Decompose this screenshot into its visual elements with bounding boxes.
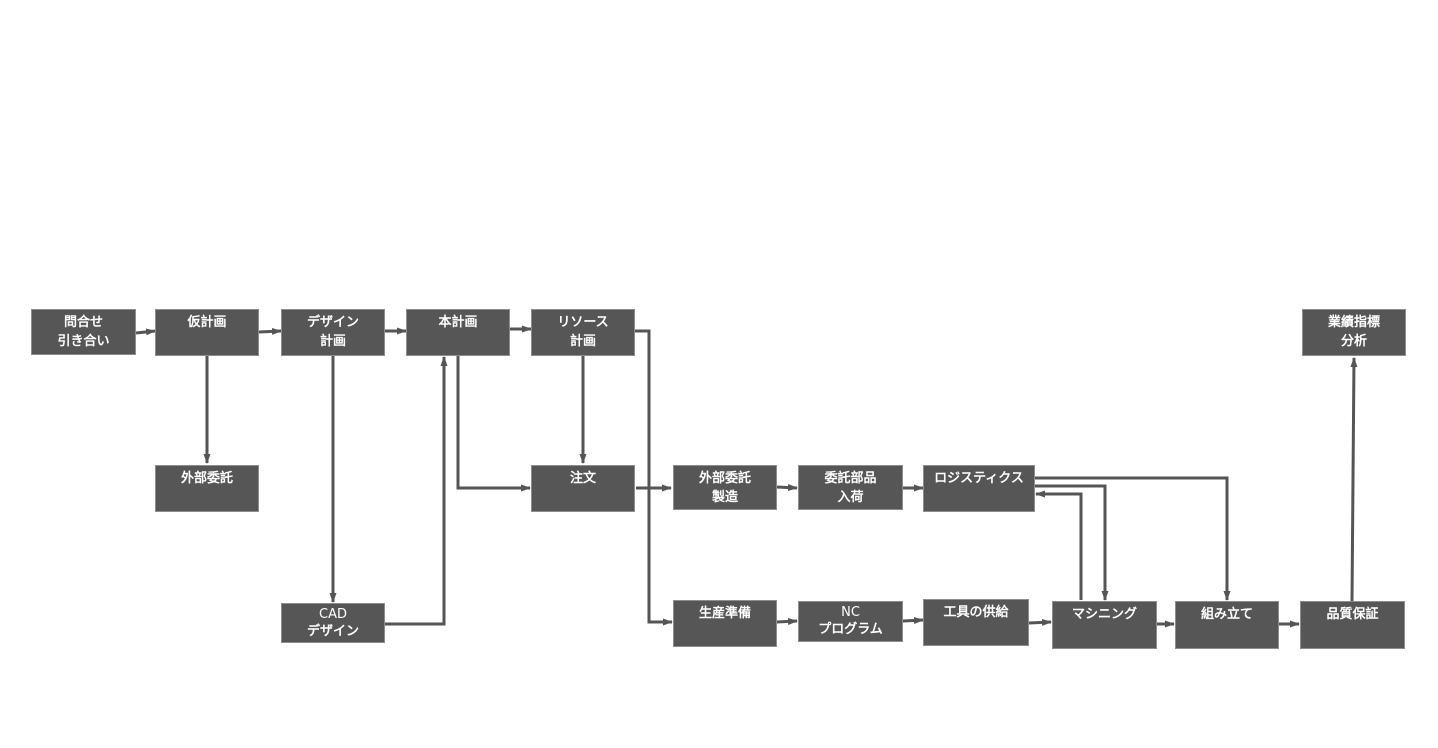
node-kpi: 業績指標 分析 — [1302, 309, 1406, 356]
node-design-plan-line-1: デザイン — [306, 315, 359, 330]
node-inquiry-line-2: 引き合い — [57, 334, 110, 349]
node-outsourcing: 外部委託 — [155, 465, 259, 512]
node-resource-plan-line-2: 計画 — [569, 334, 596, 349]
node-inquiry: 問合せ 引き合い — [31, 309, 136, 355]
edge-prod-prep-to-nc-program — [776, 617, 798, 625]
edge-outsourced-mfg-to-parts-arrival — [776, 484, 798, 492]
node-machining-line-1: マシニング — [1071, 607, 1137, 622]
edge-logistics-to-assembly — [1035, 476, 1231, 601]
node-cad-design-line-2: デザイン — [306, 624, 359, 639]
node-outsourcing-line-1: 外部委託 — [180, 471, 233, 486]
node-outsourced-mfg-line-1: 外部委託 — [698, 471, 751, 486]
node-nc-program: NC プログラム — [798, 601, 903, 642]
edge-resource-plan-to-outsourced-mfg — [635, 329, 672, 492]
node-resource-plan-line-1: リソース — [557, 315, 609, 330]
node-parts-arrival-line-2: 入荷 — [837, 490, 864, 505]
node-design-plan-line-2: 計画 — [319, 334, 346, 349]
node-tool-supply: 工具の供給 — [923, 599, 1029, 646]
node-parts-arrival: 委託部品 入荷 — [798, 465, 903, 510]
node-outsourced-mfg: 外部委託 製造 — [673, 465, 777, 510]
edge-prelim-plan-to-design-plan — [258, 327, 282, 335]
edge-main-plan-to-order — [456, 356, 531, 492]
edge-logistics-to-machining — [1035, 484, 1109, 601]
node-kpi-line-2: 分析 — [1340, 334, 1367, 349]
edge-cad-design-to-main-plan — [385, 356, 448, 626]
node-prod-prep-line-1: 生産準備 — [698, 606, 751, 621]
node-quality-line-1: 品質保証 — [1326, 607, 1379, 622]
node-order: 注文 — [531, 465, 635, 512]
node-prelim-plan: 仮計画 — [155, 309, 259, 356]
node-order-line-1: 注文 — [569, 471, 596, 486]
node-nc-program-line-1: NC — [841, 605, 860, 620]
node-tool-supply-line-1: 工具の供給 — [943, 605, 1009, 620]
edge-order-to-prod-prep — [636, 486, 673, 626]
node-kpi-line-1: 業績指標 — [1327, 315, 1380, 330]
node-assembly-line-1: 組み立て — [1200, 607, 1253, 622]
node-main-plan: 本計画 — [406, 309, 510, 356]
node-cad-design: CAD デザイン — [281, 603, 385, 643]
node-quality: 品質保証 — [1300, 601, 1405, 649]
node-cad-design-line-1: CAD — [319, 607, 347, 622]
node-resource-plan: リソース 計画 — [531, 309, 635, 356]
node-machining: マシニング — [1052, 601, 1157, 649]
edge-nc-program-to-tool-supply — [902, 616, 924, 624]
node-logistics-line-1: ロジスティクス — [934, 471, 1024, 486]
edge-machining-to-logistics — [1035, 490, 1083, 600]
node-nc-program-line-2: プログラム — [818, 622, 883, 637]
node-logistics: ロジスティクス — [923, 465, 1035, 512]
node-assembly: 組み立て — [1175, 601, 1279, 649]
edge-inquiry-to-prelim-plan — [135, 328, 156, 336]
node-outsourced-mfg-line-2: 製造 — [711, 490, 738, 505]
edge-quality-to-kpi — [1350, 357, 1358, 602]
node-inquiry-line-1: 問合せ — [63, 315, 103, 330]
edge-tool-supply-to-machining — [1028, 618, 1052, 626]
node-design-plan: デザイン 計画 — [281, 309, 385, 356]
node-prelim-plan-line-1: 仮計画 — [187, 315, 227, 330]
node-prod-prep: 生産準備 — [673, 600, 777, 647]
node-main-plan-line-1: 本計画 — [438, 315, 478, 330]
node-parts-arrival-line-1: 委託部品 — [824, 471, 877, 486]
